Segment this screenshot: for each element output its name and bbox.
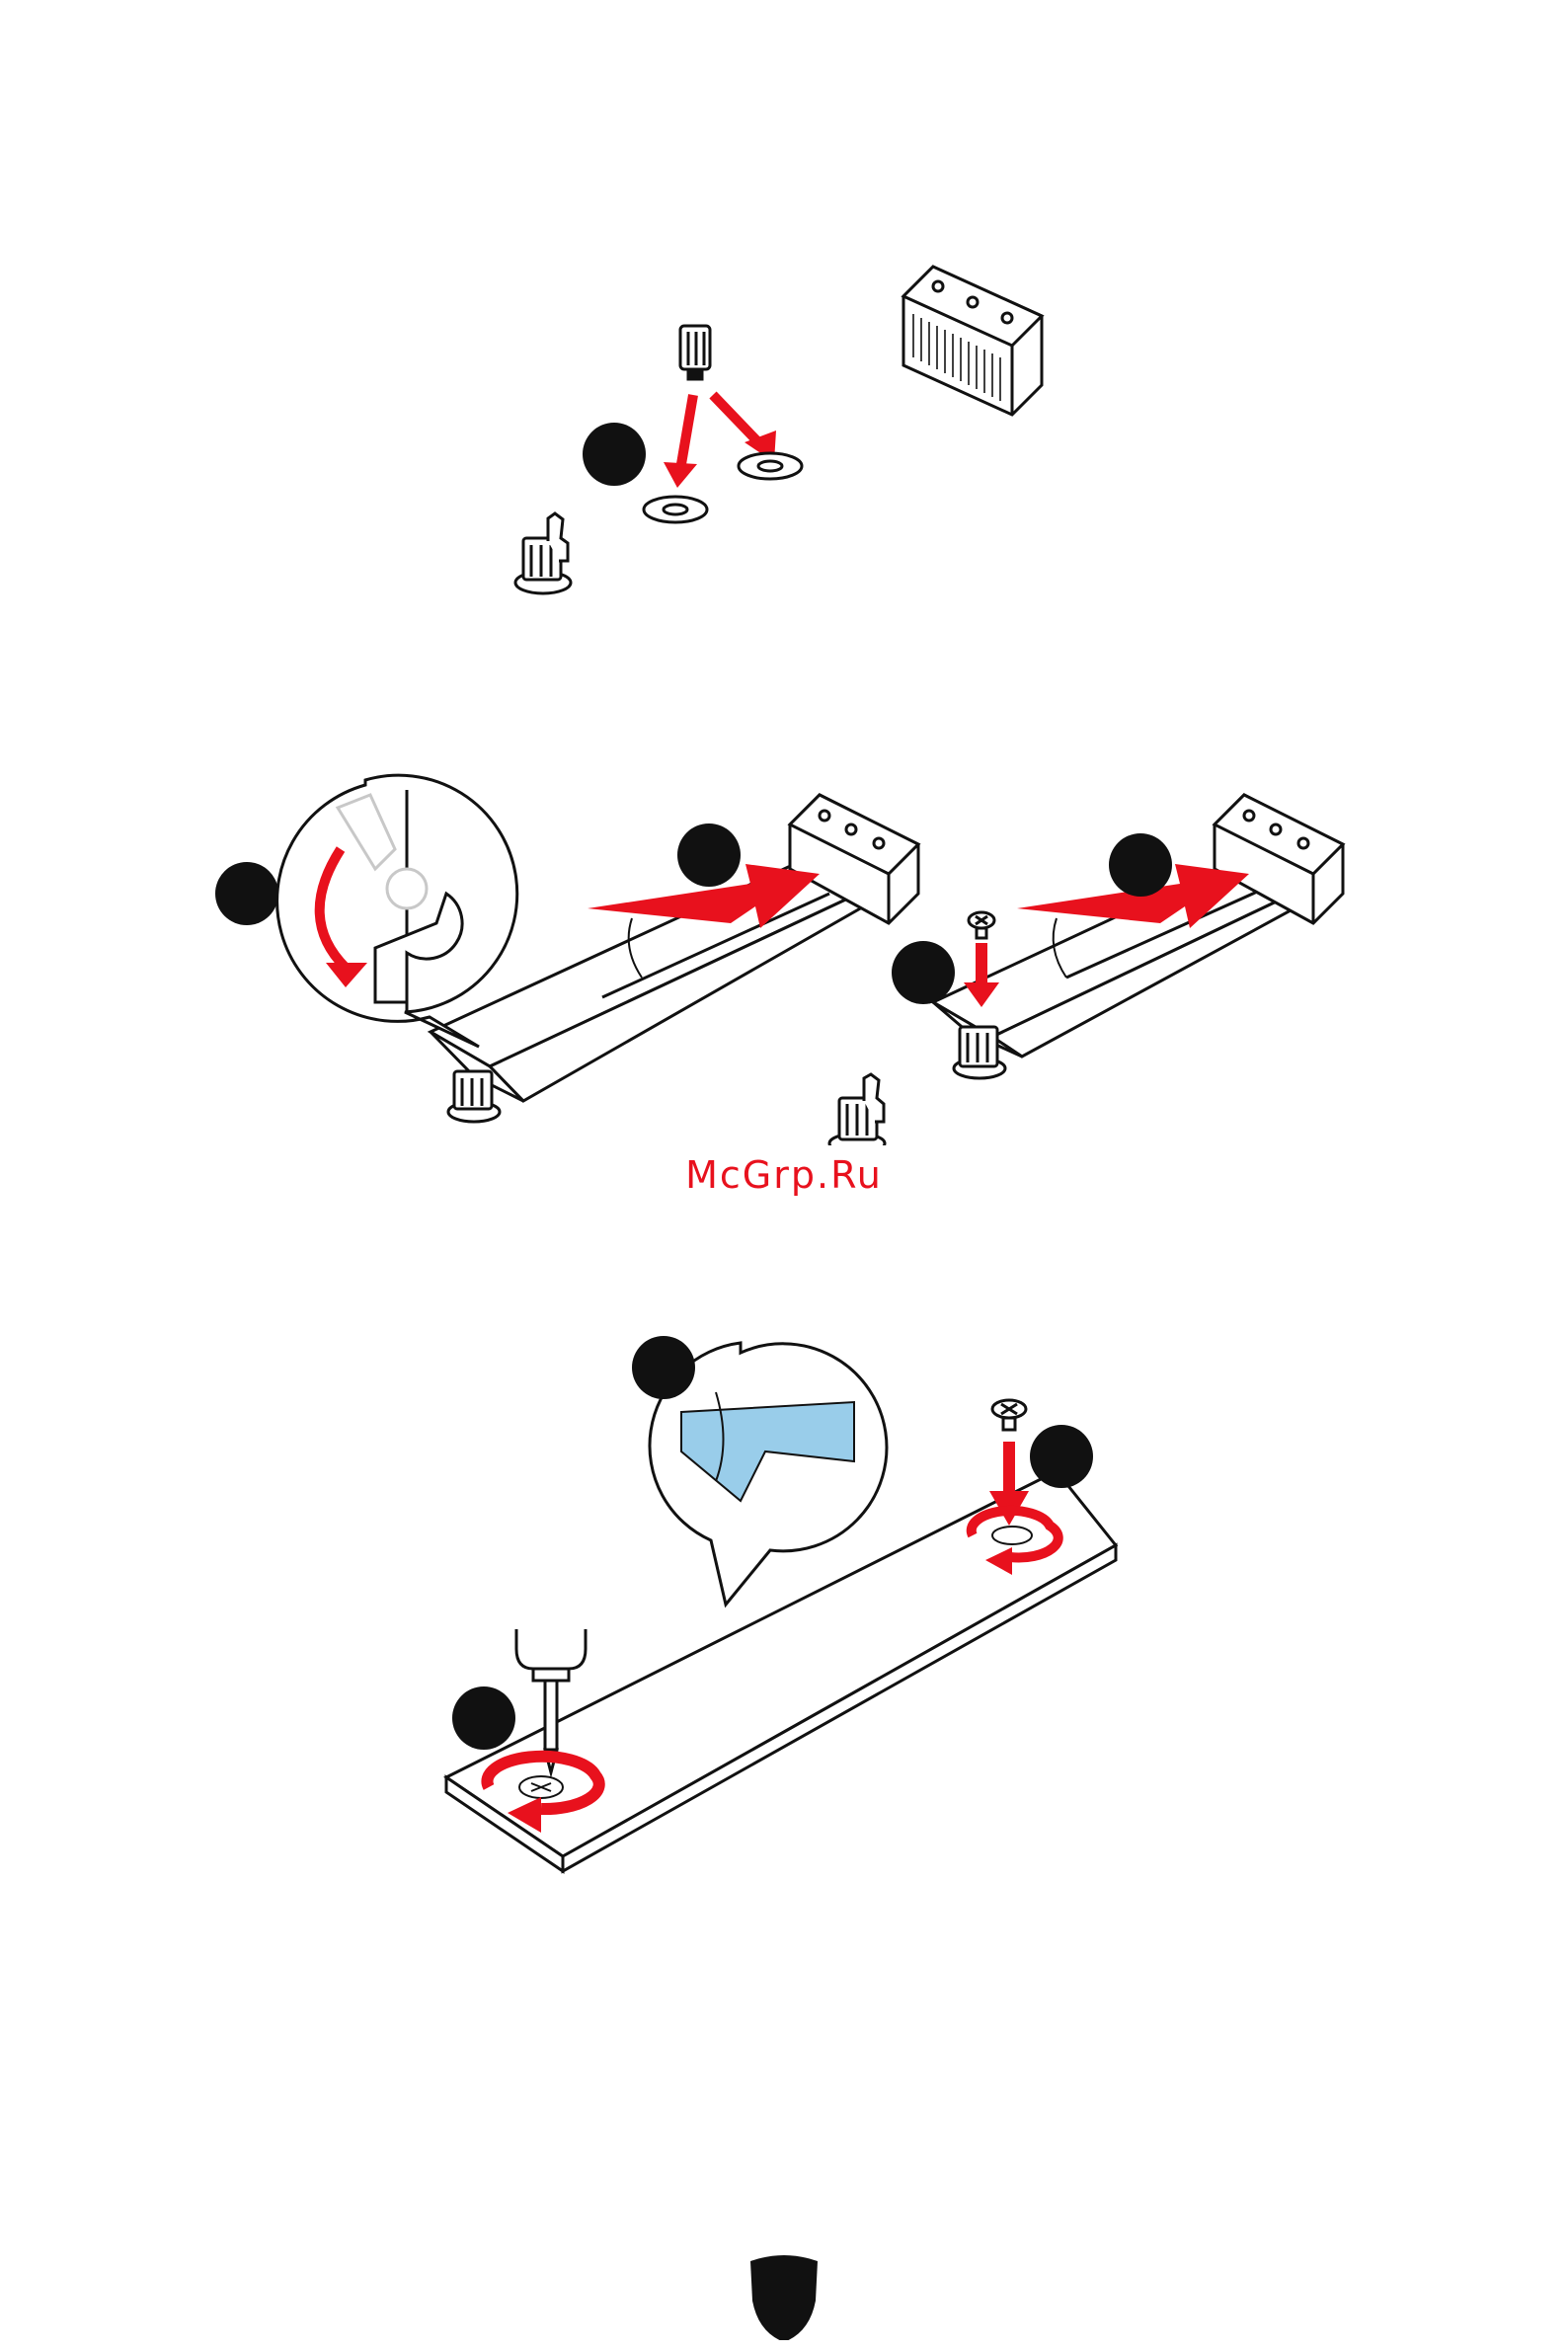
down-arrow-shaft-3 bbox=[1003, 1442, 1015, 1496]
watermark: McGrp.Ru bbox=[0, 1145, 1568, 1205]
step-callout-2d bbox=[1109, 833, 1172, 897]
latch-standoff-icon bbox=[829, 1074, 885, 1145]
step-callout-3c bbox=[452, 1686, 515, 1750]
latch-standoff-bottom bbox=[448, 1071, 500, 1122]
m2-connector-icon bbox=[903, 267, 1042, 415]
step-callout-1 bbox=[583, 423, 646, 486]
figure-step-1 bbox=[0, 247, 1568, 622]
step-callout-2a bbox=[215, 862, 278, 925]
step-callout-3b bbox=[1030, 1425, 1093, 1488]
screw-icon bbox=[969, 912, 994, 938]
step-callout-2c bbox=[892, 941, 955, 1004]
down-arrow-shaft bbox=[976, 943, 987, 984]
latch-detail-callout-icon bbox=[277, 775, 517, 1047]
step-callout-3a bbox=[632, 1336, 695, 1399]
install-arrows bbox=[681, 395, 760, 464]
standoff-right bbox=[954, 1027, 1005, 1078]
footer bbox=[0, 2241, 1568, 2340]
arrow-head-1 bbox=[664, 462, 697, 488]
screw-icon bbox=[992, 1400, 1026, 1430]
standoff-icon bbox=[680, 326, 710, 379]
figure-step-2 bbox=[0, 770, 1568, 1145]
figure-step-3 bbox=[0, 1313, 1568, 1886]
latch-standoff-icon bbox=[515, 513, 571, 593]
step-callout-2b bbox=[677, 823, 741, 887]
msi-shield-icon bbox=[750, 2255, 818, 2340]
